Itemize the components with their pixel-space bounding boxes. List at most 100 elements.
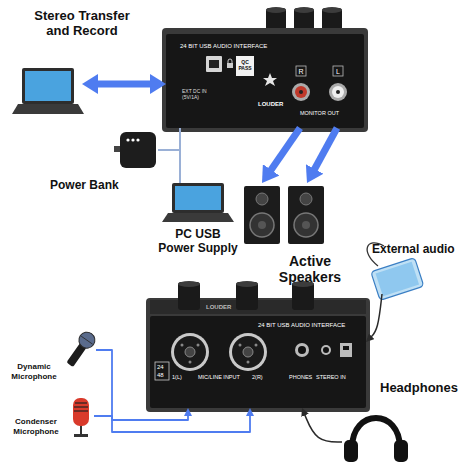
combo-input-jack	[243, 347, 253, 357]
brand-logo	[263, 73, 277, 86]
panel-label: LOUDER	[206, 303, 231, 311]
panel-label: PHONES	[289, 374, 312, 381]
condenser-mic-icon	[80, 426, 82, 434]
combo-input-jack	[181, 344, 184, 347]
phones-jack	[295, 343, 309, 357]
device-label: Power Bank	[50, 178, 119, 193]
signal-connector	[269, 128, 300, 172]
dynamic-mic-icon	[81, 336, 92, 344]
speaker-icon	[302, 221, 310, 229]
rear-knobs	[294, 7, 314, 13]
panel-label: 2(R)	[252, 374, 263, 381]
rca-jacks	[295, 86, 307, 98]
panel-label: 1(L)	[172, 374, 182, 381]
stereo-in-jack	[340, 343, 352, 357]
rear-chassis	[166, 34, 364, 128]
front-knobs	[236, 282, 258, 310]
headphones-icon	[344, 418, 408, 462]
device-node: Condenser Microphone	[68, 395, 94, 437]
panel-label: EXT DC IN (5V/1A)	[182, 88, 216, 100]
laptop-icon	[175, 186, 221, 210]
front-knobs	[292, 282, 314, 310]
stereo-in-jack	[323, 347, 329, 353]
device-label: PC USB Power Supply	[158, 227, 238, 255]
condenser-mic-icon	[74, 406, 88, 407]
panel-label: STEREO IN	[316, 374, 346, 381]
rear-knobs	[322, 7, 342, 13]
headphones-icon	[352, 418, 400, 448]
device-label: External audio	[372, 242, 455, 257]
device-label: Condenser Microphone	[6, 417, 66, 437]
tablet-icon	[376, 262, 420, 297]
laptop-icon	[172, 183, 224, 213]
speaker-icon	[294, 213, 318, 237]
lock-icon	[228, 59, 232, 63]
brand-logo	[263, 73, 277, 86]
power-bank-icon	[114, 132, 156, 168]
panel-label: 24	[157, 363, 164, 371]
front-knobs	[178, 282, 200, 310]
tablet-icon	[371, 258, 424, 301]
combo-input-jack	[171, 333, 209, 371]
laptop-icon	[12, 68, 84, 114]
device-label: Dynamic Microphone	[6, 362, 62, 382]
rca-jacks	[292, 66, 347, 101]
panel-label: MONITOR OUT	[300, 110, 339, 117]
combo-input-jack	[239, 344, 242, 347]
rear-chassis	[162, 28, 368, 132]
combo-input-jack	[255, 344, 258, 347]
signal-connector	[179, 128, 181, 183]
device-label: 24 BIT USB AUDIO INTERFACE	[180, 42, 267, 50]
speaker-icon	[288, 186, 324, 244]
combo-input-jack	[232, 336, 264, 368]
sample-rate-badge	[155, 362, 169, 380]
power-bank-icon	[131, 138, 134, 141]
qc-sticker	[236, 56, 254, 76]
headphones-icon	[344, 440, 358, 462]
signal-connector	[313, 128, 337, 172]
qc-sticker	[236, 56, 254, 76]
usb-port	[206, 56, 222, 72]
front-knobs	[178, 281, 314, 310]
rca-jacks	[299, 90, 303, 94]
condenser-mic-icon	[73, 398, 89, 426]
lock-icon	[227, 59, 233, 68]
device-node: PC USB Power Supply	[164, 183, 232, 225]
combo-input-jack	[247, 361, 250, 364]
device-node: Stereo Transfer and Record	[14, 68, 82, 118]
usb-port	[209, 60, 219, 68]
device-node: Power Bank	[118, 128, 158, 170]
condenser-mic-icon	[74, 434, 88, 437]
device-label: Stereo Transfer and Record	[32, 8, 132, 38]
panel-label: QC PASS	[236, 59, 254, 71]
device-node: 24 BIT USB AUDIO INTERFACE	[150, 316, 366, 408]
laptop-icon	[12, 104, 84, 114]
device-node: Active Speakers	[240, 183, 330, 245]
front-chassis	[150, 316, 366, 408]
laptop-icon	[162, 213, 234, 222]
panel-label: R	[299, 67, 304, 76]
power-bank-icon	[136, 138, 139, 141]
signal-connector	[371, 294, 382, 337]
panel-label: L	[336, 67, 340, 76]
condenser-mic-icon	[75, 402, 87, 403]
panel-label: LOUDER	[258, 100, 283, 108]
combo-input-jack	[189, 361, 192, 364]
combo-input-jack	[185, 347, 195, 357]
power-bank-icon	[126, 138, 129, 141]
rear-chassis	[162, 28, 368, 132]
rca-jacks	[332, 86, 344, 98]
signal-connector	[158, 128, 180, 150]
device-node: Dynamic Microphone	[62, 332, 96, 366]
device-label: Headphones	[380, 380, 458, 396]
speaker-icon	[256, 193, 268, 205]
speaker-icon	[244, 186, 280, 244]
stereo-in-jack	[321, 345, 331, 355]
sample-rate-badge	[155, 362, 169, 380]
dynamic-mic-icon	[63, 329, 98, 369]
device-node: Headphones	[342, 412, 410, 464]
speaker-icon	[250, 213, 274, 237]
phones-jack	[298, 346, 306, 354]
